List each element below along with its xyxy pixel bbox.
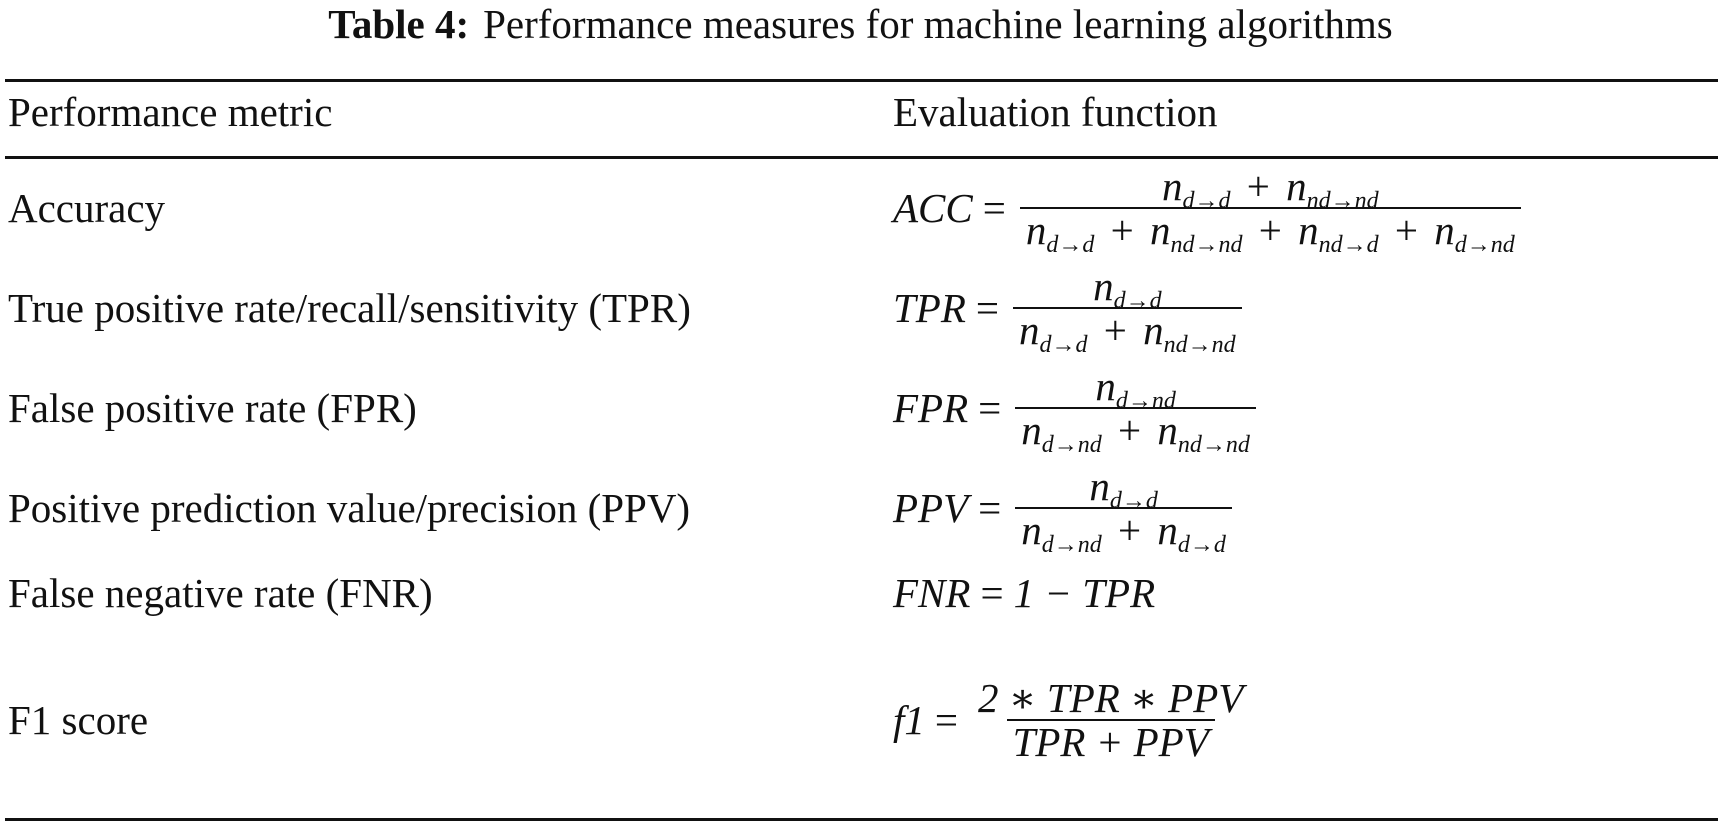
fraction-numerator: nd→nd: [1095, 363, 1176, 414]
table-caption-text: Performance measures for machine learnin…: [483, 1, 1393, 47]
equals-sign: =: [982, 185, 1006, 231]
table-caption-label: Table 4:: [328, 1, 470, 47]
metric-name: Positive prediction value/precision (PPV…: [8, 485, 691, 531]
metric-name: F1 score: [8, 697, 149, 743]
evaluation-formula: ACC = nd→d + nnd→nd nd→d + nnd→nd + nnd→…: [893, 160, 1521, 257]
formula-fraction: 2 ∗ TPR ∗ PPV TPR + PPV: [972, 677, 1249, 763]
table-row-ppv: Positive prediction value/precision (PPV…: [0, 460, 1721, 557]
table-header-rule: [5, 156, 1718, 159]
table-bottom-rule: [5, 818, 1718, 821]
table-row-fpr: False positive rate (FPR) FPR = nd→nd nd…: [0, 360, 1721, 457]
metric-name: True positive rate/recall/sensitivity (T…: [8, 285, 691, 331]
formula-fraction: nd→nd nd→nd + nnd→nd: [1015, 363, 1256, 457]
equals-sign: =: [980, 570, 1004, 616]
evaluation-formula: f1 = 2 ∗ TPR ∗ PPV TPR + PPV: [893, 630, 1249, 810]
equals-sign: =: [978, 485, 1002, 531]
formula-lhs: FNR: [893, 570, 971, 616]
evaluation-formula: FPR = nd→nd nd→nd + nnd→nd: [893, 360, 1256, 457]
formula-fraction: nd→d + nnd→nd nd→d + nnd→nd + nnd→d + nd…: [1019, 163, 1521, 257]
metric-name: False positive rate (FPR): [8, 385, 417, 431]
fraction-denominator: nd→d + nnd→nd: [1013, 307, 1242, 357]
formula-lhs: TPR: [893, 285, 966, 331]
evaluation-formula: PPV = nd→d nd→nd + nd→d: [893, 460, 1232, 557]
formula-lhs: FPR: [893, 385, 969, 431]
table-row-fnr: False negative rate (FNR) FNR = 1 − TPR: [0, 560, 1721, 626]
formula-lhs: ACC: [893, 185, 973, 231]
formula-lhs: f1: [893, 697, 925, 743]
fraction-denominator: nd→nd + nnd→nd: [1015, 407, 1256, 457]
formula-fraction: nd→d nd→nd + nd→d: [1015, 463, 1232, 557]
header-performance-metric: Performance metric: [8, 89, 333, 135]
fraction-denominator: nd→d + nnd→nd + nnd→d + nd→nd: [1019, 207, 1521, 257]
evaluation-formula: TPR = nd→d nd→d + nnd→nd: [893, 260, 1242, 357]
equals-sign: =: [934, 697, 959, 743]
table-caption: Table 4: Performance measures for machine…: [0, 0, 1721, 52]
equals-sign: =: [975, 285, 1000, 331]
table-top-rule: [5, 79, 1718, 82]
fraction-denominator: nd→nd + nd→d: [1015, 507, 1232, 557]
fraction-numerator: nd→d + nnd→nd: [1162, 163, 1379, 214]
metric-name: False negative rate (FNR): [8, 570, 433, 616]
fraction-numerator: 2 ∗ TPR ∗ PPV: [978, 675, 1244, 721]
table-row-f1: F1 score f1 = 2 ∗ TPR ∗ PPV TPR + PPV: [0, 630, 1721, 810]
equals-sign: =: [978, 385, 1002, 431]
fraction-denominator: TPR + PPV: [1006, 719, 1215, 763]
formula-rhs: 1 − TPR: [1013, 570, 1156, 616]
fraction-numerator: nd→d: [1093, 263, 1162, 314]
evaluation-formula: FNR = 1 − TPR: [893, 560, 1155, 626]
table-row-tpr: True positive rate/recall/sensitivity (T…: [0, 260, 1721, 357]
formula-fraction: nd→d nd→d + nnd→nd: [1013, 263, 1242, 357]
table-row-accuracy: Accuracy ACC = nd→d + nnd→nd nd→d + nnd→…: [0, 160, 1721, 257]
metric-name: Accuracy: [8, 185, 166, 231]
header-evaluation-function: Evaluation function: [893, 89, 1218, 135]
formula-lhs: PPV: [893, 485, 969, 531]
fraction-numerator: nd→d: [1089, 463, 1158, 514]
